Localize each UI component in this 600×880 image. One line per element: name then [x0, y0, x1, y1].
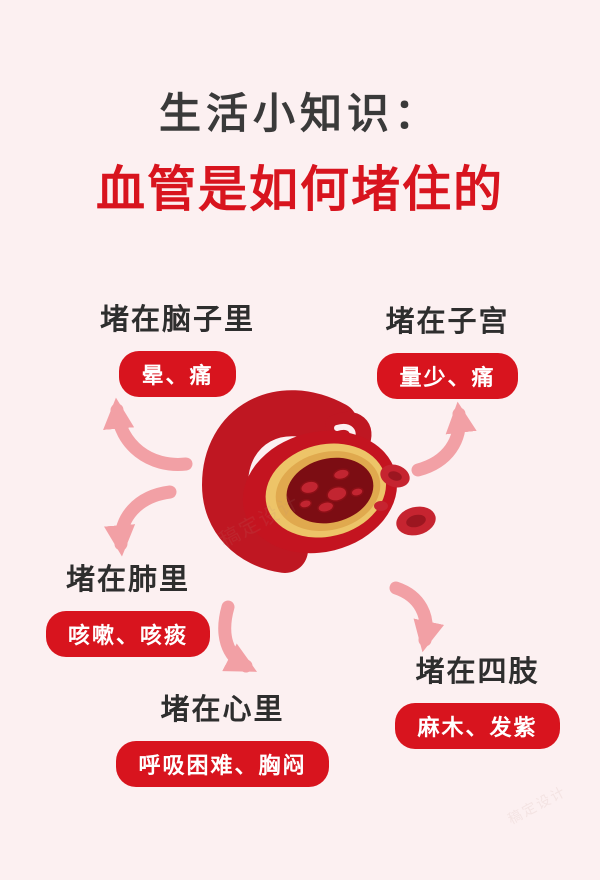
- symptom-badge-brain: 晕、痛: [119, 351, 236, 397]
- label-uterus-title: 堵在子宫: [385, 306, 510, 338]
- label-lung: 堵在肺里 咳嗽、咳痰: [38, 556, 218, 657]
- label-uterus: 堵在子宫 量少、痛: [360, 298, 535, 399]
- label-limbs: 堵在四肢 麻木、发紫: [385, 648, 570, 749]
- symptom-badge-limbs: 麻木、发紫: [395, 703, 560, 749]
- page-title: 生活小知识：: [158, 90, 441, 137]
- page-subtitle: 血管是如何堵住的: [95, 163, 504, 217]
- symptom-badge-uterus: 量少、痛: [377, 353, 518, 399]
- arrow-to-limbs-icon: [389, 581, 445, 653]
- label-heart-title: 堵在心里: [160, 694, 285, 726]
- label-brain: 堵在脑子里 晕、痛: [80, 296, 275, 397]
- arrow-to-lung-icon: [104, 485, 177, 557]
- blood-cell-icon: [374, 464, 436, 536]
- arrow-to-heart-icon: [218, 600, 258, 673]
- blood-vessel-illustration: [201, 390, 436, 573]
- label-brain-title: 堵在脑子里: [99, 304, 255, 336]
- symptom-badge-lung: 咳嗽、咳痰: [45, 611, 210, 657]
- symptom-badge-heart: 呼吸困难、胸闷: [116, 741, 329, 787]
- label-heart: 堵在心里 呼吸困难、胸闷: [105, 686, 340, 787]
- label-lung-title: 堵在肺里: [65, 564, 190, 596]
- arrow-to-uterus-icon: [411, 401, 477, 477]
- arrow-to-brain-icon: [103, 397, 193, 471]
- label-limbs-title: 堵在四肢: [415, 656, 540, 688]
